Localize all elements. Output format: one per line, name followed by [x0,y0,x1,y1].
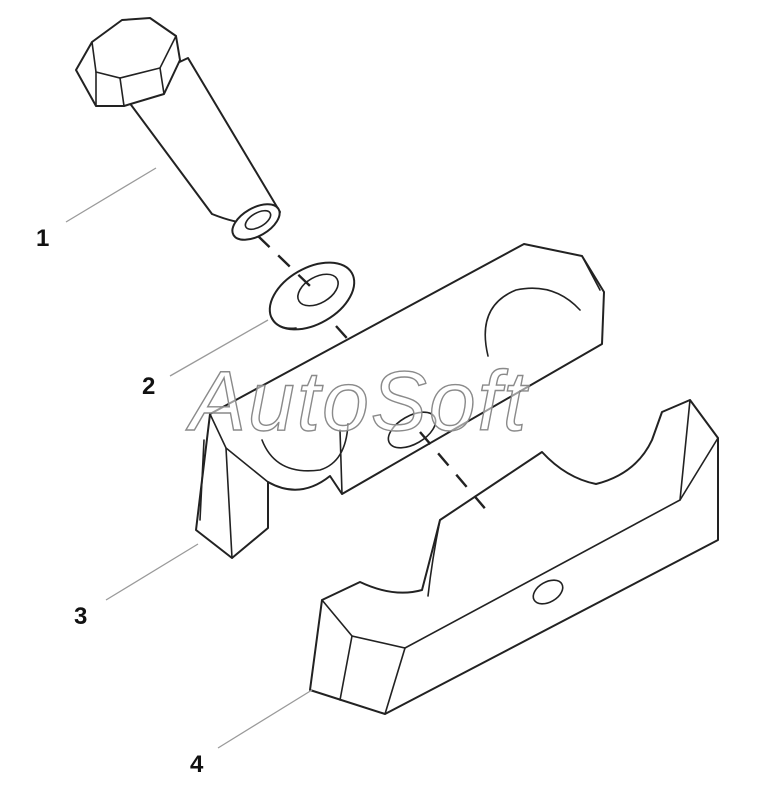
leader-line-2 [169,319,269,377]
leader-lines [65,167,313,749]
watermark-text: AutoSoft [185,354,530,448]
assembly-axis [257,235,489,513]
callout-label-3: 3 [74,603,87,630]
spring-washer [268,261,356,331]
lower-clamp-half [309,399,719,715]
leader-line-4 [217,689,313,749]
leader-line-1 [65,167,157,223]
hex-bolt [75,17,281,241]
callout-label-2: 2 [142,373,155,400]
upper-clamp-half [195,243,605,559]
callout-label-1: 1 [36,225,49,252]
leader-line-3 [105,543,199,601]
callout-label-4: 4 [190,751,204,778]
